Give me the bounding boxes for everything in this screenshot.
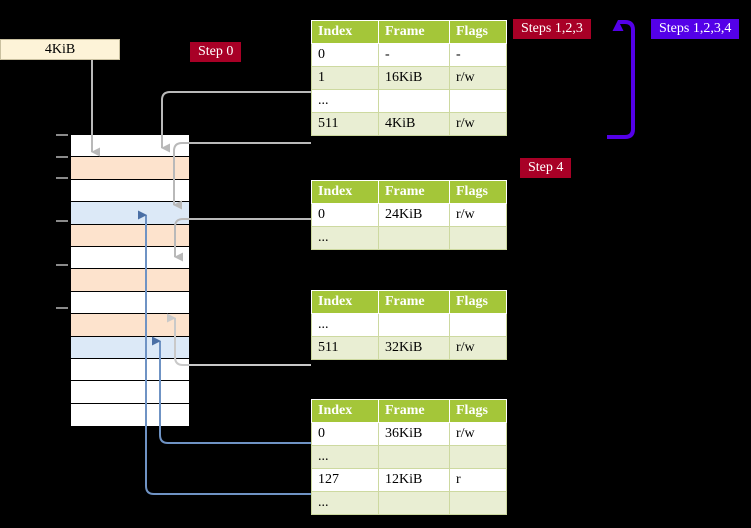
memory-frame-row: [71, 381, 189, 404]
table-column-header: Index: [311, 290, 379, 314]
table-cell: 1: [311, 66, 379, 90]
table-cell: -: [378, 43, 450, 67]
table-row: ...: [311, 491, 507, 515]
memory-frame-row: [71, 224, 189, 247]
table-row: ...: [311, 226, 507, 250]
table-cell: 4KiB: [378, 112, 450, 136]
badge-step-0: Step 0: [190, 42, 242, 62]
table-column-header: Flags: [449, 180, 507, 204]
table-cell: [378, 89, 450, 113]
table-cell: r/w: [449, 66, 507, 90]
memory-frame-row: [71, 358, 189, 382]
table-column-header: Index: [311, 399, 379, 423]
physical-memory-column: [70, 134, 190, 427]
table-cell: ...: [311, 491, 379, 515]
table-cell: ...: [311, 89, 379, 113]
memory-frame-row: [71, 157, 189, 180]
source-frame-label: 4KiB: [44, 41, 76, 57]
table-row: ...: [311, 89, 507, 113]
memory-frame-row: [71, 336, 189, 359]
table-column-header: Index: [311, 20, 379, 44]
memory-frame-row: [71, 403, 189, 427]
memory-tick: [56, 155, 68, 158]
table-cell: 32KiB: [378, 336, 450, 360]
memory-frame-row: [71, 135, 189, 158]
table-cell: ...: [311, 445, 379, 469]
source-frame-box: 4KiB: [0, 39, 120, 60]
table-cell: 36KiB: [378, 422, 450, 446]
badge-steps-1-2-3-4: Steps 1,2,3,4: [651, 19, 740, 39]
table-cell: 24KiB: [378, 203, 450, 227]
memory-tick: [56, 177, 68, 180]
table-cell: r/w: [449, 112, 507, 136]
table-row: ...: [311, 445, 507, 469]
table-cell: [449, 226, 507, 250]
table-cell: [449, 445, 507, 469]
memory-frame-row: [71, 291, 189, 315]
wire-table1-row0-to-memory: [174, 218, 311, 262]
memory-tick: [56, 306, 68, 309]
table-cell: [378, 445, 450, 469]
table-cell: ...: [311, 226, 379, 250]
memory-tick: [56, 134, 68, 136]
wire-table0-row511-to-memory: [173, 142, 311, 210]
memory-frame-row: [71, 269, 189, 292]
table-cell: r/w: [449, 203, 507, 227]
table-column-header: Frame: [378, 399, 450, 423]
table-cell: ...: [311, 313, 379, 337]
table-cell: 0: [311, 43, 379, 67]
table-cell: [378, 491, 450, 515]
table-cell: 0: [311, 203, 379, 227]
table-cell: 127: [311, 468, 379, 492]
memory-frame-row: [71, 179, 189, 203]
table-cell: r/w: [449, 422, 507, 446]
memory-tick: [56, 220, 68, 223]
badge-steps-1-2-3: Steps 1,2,3: [513, 19, 591, 39]
wire-table2-row511-to-memory: [167, 313, 311, 366]
table-row: 0--: [311, 43, 507, 67]
table-cell: r/w: [449, 336, 507, 360]
table-cell: 0: [311, 422, 379, 446]
table-cell: 511: [311, 112, 379, 136]
table-column-header: Flags: [449, 290, 507, 314]
table-cell: 12KiB: [378, 468, 450, 492]
table-column-header: Frame: [378, 20, 450, 44]
memory-frame-row: [71, 246, 189, 270]
table-cell: -: [449, 43, 507, 67]
table-column-header: Flags: [449, 399, 507, 423]
table-cell: [449, 89, 507, 113]
table-row: ...: [311, 313, 507, 337]
table-cell: 16KiB: [378, 66, 450, 90]
table-cell: r: [449, 468, 507, 492]
memory-frame-row: [71, 202, 189, 225]
wire-steps-loop-arrow: [607, 20, 635, 139]
memory-tick: [56, 263, 68, 266]
table-cell: [449, 313, 507, 337]
memory-frame-row: [71, 314, 189, 337]
badge-step-4: Step 4: [520, 158, 572, 178]
table-cell: [378, 226, 450, 250]
table-column-header: Index: [311, 180, 379, 204]
table-column-header: Flags: [449, 20, 507, 44]
table-cell: [449, 491, 507, 515]
table-column-header: Frame: [378, 180, 450, 204]
table-cell: [378, 313, 450, 337]
table-cell: 511: [311, 336, 379, 360]
table-column-header: Frame: [378, 290, 450, 314]
